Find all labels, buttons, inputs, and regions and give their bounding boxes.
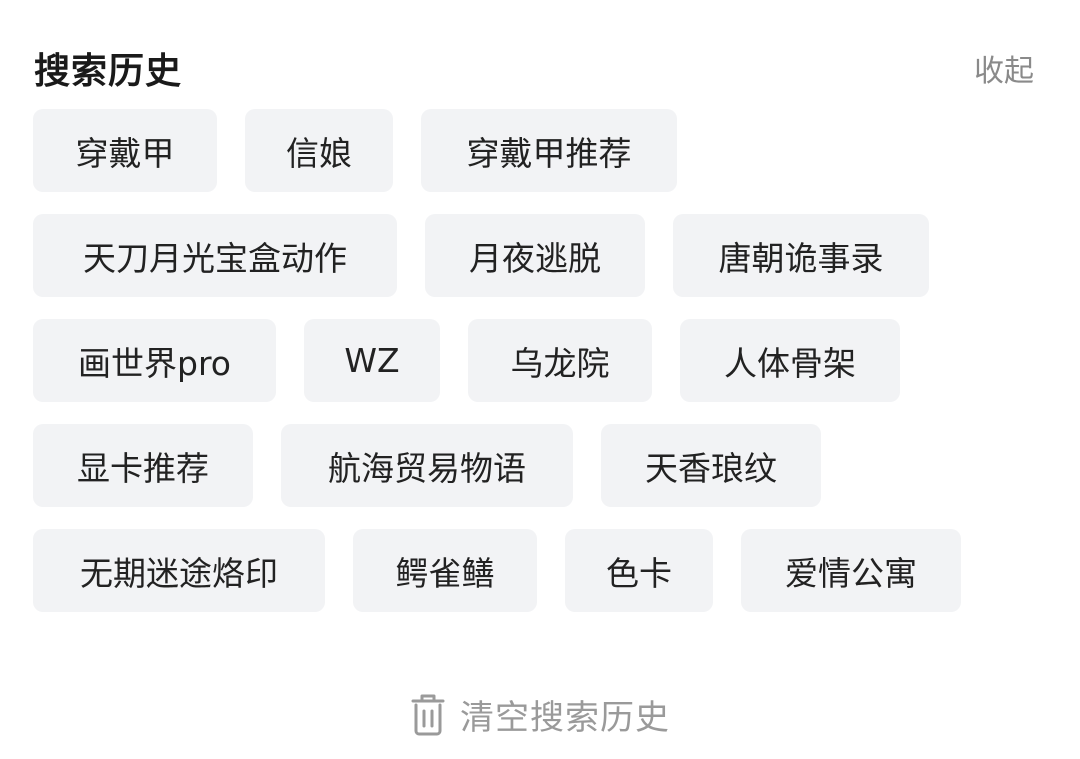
history-tag[interactable]: 信娘 [245, 109, 393, 192]
history-tag[interactable]: 月夜逃脱 [425, 214, 645, 297]
tag-row: 无期迷途烙印 鳄雀鳝 色卡 爱情公寓 [33, 529, 1033, 612]
history-tag[interactable]: 航海贸易物语 [281, 424, 573, 507]
history-tag[interactable]: 穿戴甲 [33, 109, 217, 192]
tag-row: 画世界pro WZ 乌龙院 人体骨架 [33, 319, 1033, 402]
tag-row: 天刀月光宝盒动作 月夜逃脱 唐朝诡事录 [33, 214, 1033, 297]
history-tag[interactable]: 人体骨架 [680, 319, 900, 402]
history-tag[interactable]: WZ [304, 319, 440, 402]
clear-history-content: 清空搜索历史 [410, 690, 670, 739]
clear-history-label: 清空搜索历史 [460, 697, 670, 738]
history-tag[interactable]: 无期迷途烙印 [33, 529, 325, 612]
search-history-header: 搜索历史 收起 [34, 42, 1034, 94]
history-tag[interactable]: 色卡 [565, 529, 713, 612]
history-tag-list: 穿戴甲 信娘 穿戴甲推荐 天刀月光宝盒动作 月夜逃脱 唐朝诡事录 画世界pro … [33, 109, 1033, 634]
history-tag[interactable]: 爱情公寓 [741, 529, 961, 612]
trash-icon [410, 692, 446, 736]
history-tag[interactable]: 天香琅纹 [601, 424, 821, 507]
clear-history-button[interactable]: 清空搜索历史 [0, 686, 1080, 742]
tag-row: 显卡推荐 航海贸易物语 天香琅纹 [33, 424, 1033, 507]
history-tag[interactable]: 唐朝诡事录 [673, 214, 929, 297]
history-tag[interactable]: 穿戴甲推荐 [421, 109, 677, 192]
history-tag[interactable]: 天刀月光宝盒动作 [33, 214, 397, 297]
history-tag[interactable]: 画世界pro [33, 319, 276, 402]
history-tag[interactable]: 鳄雀鳝 [353, 529, 537, 612]
collapse-button[interactable]: 收起 [974, 54, 1034, 89]
tag-row: 穿戴甲 信娘 穿戴甲推荐 [33, 109, 1033, 192]
history-tag[interactable]: 显卡推荐 [33, 424, 253, 507]
history-tag[interactable]: 乌龙院 [468, 319, 652, 402]
section-title: 搜索历史 [34, 51, 183, 92]
